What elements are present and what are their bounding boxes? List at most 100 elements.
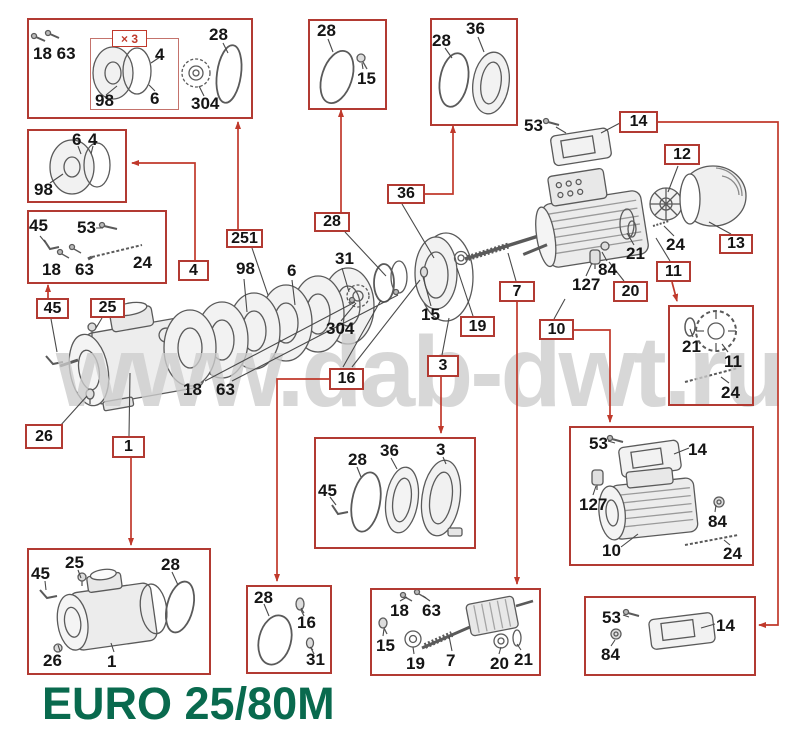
red-connectors	[45, 109, 779, 628]
impeller-box	[27, 129, 127, 203]
part-label-31: 31	[335, 249, 354, 268]
watermark-text: www.dab-dwt.ru	[56, 316, 785, 428]
pump-body-kit-drawing	[39, 568, 195, 653]
page-title: EURO 25/80M	[42, 678, 335, 729]
part-label-4: 4	[88, 130, 98, 149]
plugs-box	[246, 585, 332, 674]
callout-box-10: 10	[539, 319, 574, 340]
part-label-18-63: 18 63	[33, 44, 76, 63]
part-label-53: 53	[589, 434, 608, 453]
part-label-24: 24	[723, 544, 742, 563]
fan-cover-drawing	[679, 165, 747, 227]
motor-detail-drawing	[591, 434, 739, 546]
part-label-53: 53	[524, 116, 543, 135]
callout-box-12: 12	[664, 144, 700, 165]
part-label-28: 28	[432, 31, 451, 50]
part-label-63: 63	[422, 601, 441, 620]
part-label-15: 15	[421, 305, 440, 324]
terminal-cover-box	[584, 596, 756, 676]
callout-box-1: 1	[112, 436, 145, 458]
part-label-45: 45	[318, 481, 337, 500]
callout-box-25: 25	[90, 298, 125, 318]
part-label-45: 45	[29, 216, 48, 235]
part-label-10: 10	[602, 541, 621, 560]
impeller-stack-drawing	[163, 267, 375, 387]
part-label-21: 21	[682, 337, 701, 356]
nut-84-main-icon	[600, 241, 610, 251]
callout-box-13: 13	[719, 234, 753, 254]
diffuser-drawing	[414, 232, 474, 322]
washer-21-main-icon	[627, 220, 637, 238]
pin-45-main-icon	[45, 355, 64, 366]
terminal-cover-main-drawing	[550, 127, 612, 167]
part-label-304: 304	[326, 319, 355, 338]
part-label-98: 98	[95, 91, 114, 110]
part-label-14: 14	[688, 440, 707, 459]
callout-box-3: 3	[427, 355, 459, 377]
impeller-kit-box	[27, 18, 253, 119]
part-label-127: 127	[572, 275, 601, 294]
screws-box	[27, 210, 167, 284]
callout-box-36: 36	[387, 184, 425, 204]
part-label-36: 36	[466, 19, 485, 38]
part-label-53: 53	[602, 608, 621, 627]
screw-24-main-icon	[652, 220, 670, 227]
callout-box-7: 7	[499, 281, 535, 302]
rotor-kit-drawing	[378, 588, 534, 650]
part-label-53: 53	[77, 218, 96, 237]
part-label-25: 25	[65, 553, 84, 572]
part-label-24: 24	[666, 235, 685, 254]
part-label-24: 24	[721, 383, 740, 402]
oring-seal-box	[430, 18, 518, 126]
part-label-18: 18	[390, 601, 409, 620]
callout-box-28: 28	[314, 212, 350, 232]
part-label-11: 11	[724, 352, 742, 371]
part-label-3: 3	[436, 440, 446, 459]
part-label-1: 1	[107, 652, 117, 671]
callout-box-19: 19	[460, 316, 495, 337]
part-label-127: 127	[579, 495, 608, 514]
callout-box-11: 11	[656, 261, 691, 282]
impeller-kit-drawing	[30, 29, 243, 104]
part-label-6: 6	[287, 261, 297, 280]
part-label-63: 63	[75, 260, 94, 279]
screw-53-main-icon	[542, 117, 560, 126]
callout-box-14: 14	[619, 111, 658, 133]
part-label-28: 28	[209, 25, 228, 44]
capacitor-127-main-icon	[589, 249, 601, 269]
bearing-retainer-drawing	[684, 310, 739, 383]
part-label-304: 304	[191, 94, 220, 113]
bearing-retainer-box	[668, 305, 754, 406]
impeller-detail-drawing	[49, 139, 111, 195]
part-label-98: 98	[34, 180, 53, 199]
part-label-19: 19	[406, 654, 425, 673]
seal-kit-box	[314, 437, 476, 549]
oring-plug-box	[308, 19, 387, 110]
part-label-18: 18	[183, 380, 202, 399]
part-label-63: 63	[216, 380, 235, 399]
part-label-84: 84	[708, 512, 727, 531]
motor-drawing	[522, 167, 649, 268]
part-label-84: 84	[598, 260, 617, 279]
part-label-15: 15	[357, 69, 376, 88]
part-label-28: 28	[317, 21, 336, 40]
callout-box-16: 16	[329, 368, 364, 390]
black-leaders	[39, 36, 732, 655]
part-label-6: 6	[150, 89, 160, 108]
part-label-6: 6	[72, 130, 82, 149]
part-label-24: 24	[133, 253, 152, 272]
part-label-84: 84	[601, 645, 620, 664]
part-label-21: 21	[626, 244, 645, 263]
oring-plug-drawing	[319, 50, 368, 104]
part-label-98: 98	[236, 259, 255, 278]
callout-box-251: 251	[226, 229, 263, 248]
part-label-26: 26	[43, 651, 62, 670]
plugs-kit-drawing	[257, 597, 315, 666]
part-label-28: 28	[161, 555, 180, 574]
part-label-15: 15	[376, 636, 395, 655]
motor-detail-box	[569, 426, 754, 566]
part-label-28: 28	[254, 588, 273, 607]
